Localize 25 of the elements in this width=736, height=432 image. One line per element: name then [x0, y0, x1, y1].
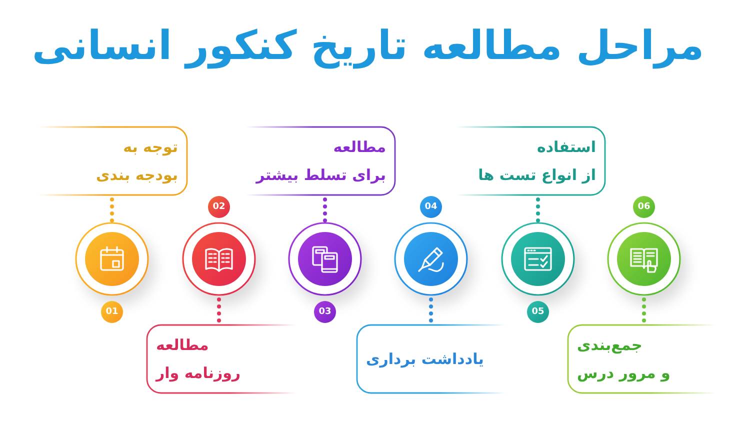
step-circle — [288, 222, 362, 296]
step-box — [146, 324, 296, 394]
step-circle — [182, 222, 256, 296]
step-circle — [501, 222, 575, 296]
step-number-badge: 02 — [208, 196, 230, 218]
step-text: استفاده از انواع تست ها — [478, 137, 596, 186]
step-circle — [75, 222, 149, 296]
step-text: جمع‌بندی و مرور درس — [577, 335, 670, 384]
step-number-badge: 01 — [101, 301, 123, 323]
step-circle — [607, 222, 681, 296]
step-text: یادداشت برداری — [366, 349, 484, 370]
step-text: مطالعه برای تسلط بیشتر — [256, 137, 386, 186]
step-number-badge: 04 — [420, 196, 442, 218]
step-box — [38, 126, 188, 196]
title: مراحل مطالعه تاریخ کنکور انسانی — [32, 22, 704, 71]
step-number-badge: 05 — [527, 301, 549, 323]
step-box — [246, 126, 396, 196]
step-box — [456, 126, 606, 196]
step-box — [356, 324, 506, 394]
step-text: مطالعه روزنامه وار — [156, 335, 241, 384]
step-text: توجه به بودجه بندی — [96, 137, 178, 186]
step-circle — [394, 222, 468, 296]
step-box — [567, 324, 717, 394]
step-number-badge: 06 — [633, 196, 655, 218]
step-number-badge: 03 — [314, 301, 336, 323]
